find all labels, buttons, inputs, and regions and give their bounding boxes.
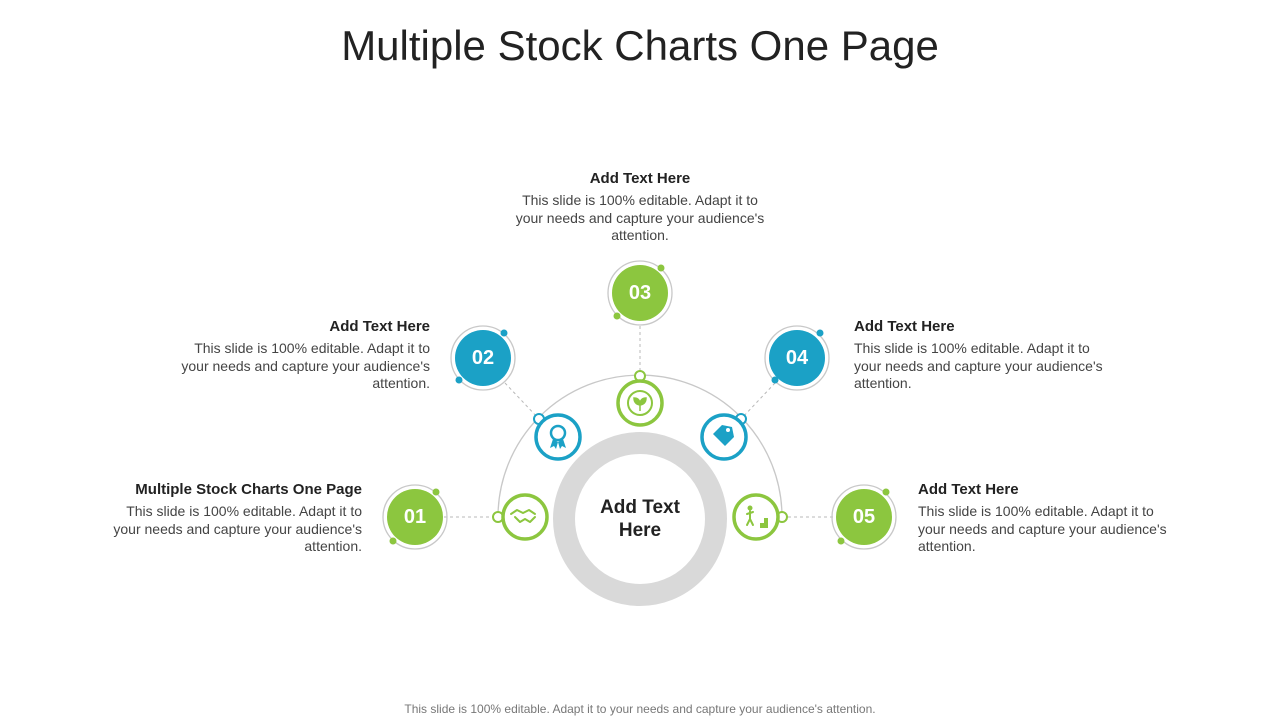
center-ring (553, 432, 727, 606)
text-block-heading: Add Text Here (589, 170, 691, 187)
center-label: Add Text Here (600, 497, 680, 541)
step-number-03: 03 (612, 265, 668, 321)
accent-dots (389, 264, 890, 545)
plant-leaf-icon (616, 379, 664, 427)
text-block-body: This slide is 100% editable. Adapt it to… (854, 340, 1103, 391)
text-block-body: This slide is 100% editable. Adapt it to… (181, 340, 430, 391)
footer-note: This slide is 100% editable. Adapt it to… (404, 702, 876, 716)
climbing-stairs-icon (732, 493, 780, 541)
text-block-heading: Add Text Here (918, 481, 1019, 498)
price-tag-icon (700, 413, 748, 461)
text-block-body: This slide is 100% editable. Adapt it to… (113, 503, 362, 554)
text-block-heading: Multiple Stock Charts One Page (135, 481, 362, 498)
text-block-heading: Add Text Here (854, 318, 955, 335)
step-number-04: 04 (769, 330, 825, 386)
text-block-body: This slide is 100% editable. Adapt it to… (515, 192, 765, 243)
step-number-01: 01 (387, 489, 443, 545)
step-number-02: 02 (455, 330, 511, 386)
step-number-05: 05 (836, 489, 892, 545)
text-block-02: Add Text Here This slide is 100% editabl… (170, 318, 430, 393)
award-badge-icon (534, 413, 582, 461)
handshake-icon (501, 493, 549, 541)
text-block-body: This slide is 100% editable. Adapt it to… (918, 503, 1167, 554)
page-title: Multiple Stock Charts One Page (341, 22, 939, 69)
text-block-04: Add Text Here This slide is 100% editabl… (854, 318, 1114, 393)
text-block-01: Multiple Stock Charts One Page This slid… (102, 481, 362, 556)
text-block-05: Add Text Here This slide is 100% editabl… (918, 481, 1178, 556)
connector-lines (444, 326, 836, 518)
number-rings (382, 260, 897, 550)
text-block-heading: Add Text Here (329, 318, 430, 335)
text-block-03: Add Text Here This slide is 100% editabl… (510, 170, 770, 245)
